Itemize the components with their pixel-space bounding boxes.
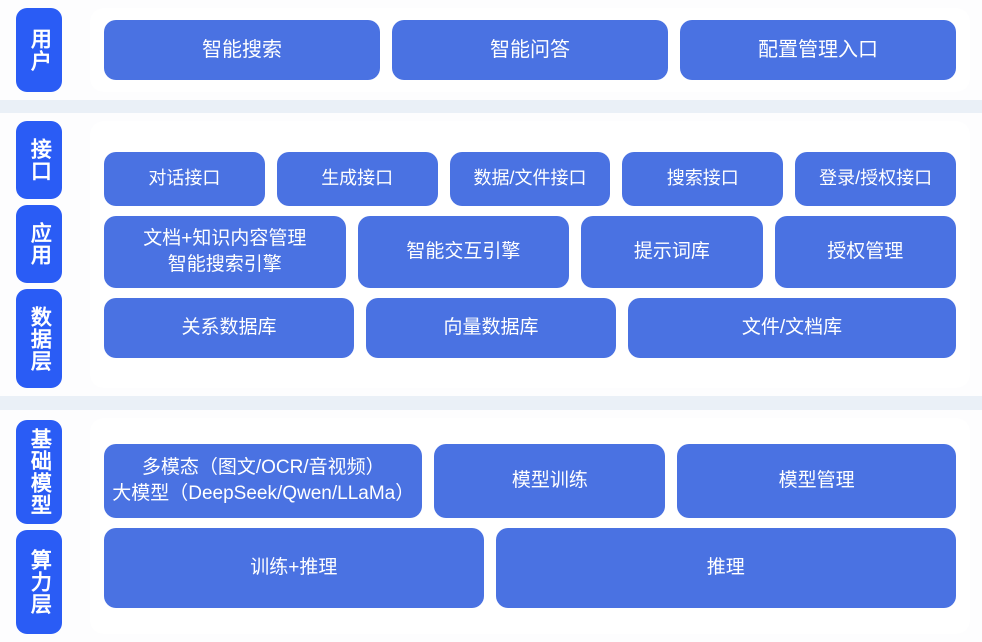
box-model-training[interactable]: 模型训练 bbox=[434, 444, 666, 518]
box-multimodal-large-model[interactable]: 多模态（图文/OCR/音视频） 大模型（DeepSeek/Qwen/LLaMa） bbox=[104, 444, 423, 518]
box-relational-database[interactable]: 关系数据库 bbox=[104, 297, 354, 358]
box-data-file-interface[interactable]: 数据/文件接口 bbox=[449, 151, 611, 206]
box-authorization-management[interactable]: 授权管理 bbox=[774, 215, 956, 288]
row-application-modules: 文档+知识内容管理 智能搜索引擎 智能交互引擎 提示词库 授权管理 bbox=[104, 215, 956, 288]
box-prompt-library[interactable]: 提示词库 bbox=[581, 215, 763, 288]
layer-label-api: 接口 bbox=[16, 121, 62, 199]
layer-band-user: 用户 智能搜索 智能问答 配置管理入口 bbox=[0, 0, 982, 100]
box-training-and-inference[interactable]: 训练+推理 bbox=[104, 528, 484, 608]
box-config-management-entry[interactable]: 配置管理入口 bbox=[680, 20, 956, 80]
layer-band-middle: 接口 应用 数据层 对话接口 生成接口 数据/文件接口 搜索接口 登录/授权接口… bbox=[0, 113, 982, 396]
row-data-stores: 关系数据库 向量数据库 文件/文档库 bbox=[104, 297, 956, 358]
box-vector-database[interactable]: 向量数据库 bbox=[366, 297, 616, 358]
box-search-interface[interactable]: 搜索接口 bbox=[622, 151, 784, 206]
panel-user: 智能搜索 智能问答 配置管理入口 bbox=[90, 8, 970, 92]
box-dialog-interface[interactable]: 对话接口 bbox=[104, 151, 265, 206]
layer-band-infrastructure: 基础模型 算力层 多模态（图文/OCR/音视频） 大模型（DeepSeek/Qw… bbox=[0, 410, 982, 642]
layer-label-application: 应用 bbox=[16, 205, 62, 283]
layer-label-compute: 算力层 bbox=[16, 530, 62, 634]
box-smart-interaction-engine[interactable]: 智能交互引擎 bbox=[357, 215, 570, 288]
box-smart-search[interactable]: 智能搜索 bbox=[104, 20, 380, 80]
box-doc-knowledge-management[interactable]: 文档+知识内容管理 智能搜索引擎 bbox=[104, 215, 346, 288]
row-foundation-models: 多模态（图文/OCR/音视频） 大模型（DeepSeek/Qwen/LLaMa）… bbox=[104, 444, 956, 518]
box-smart-qa[interactable]: 智能问答 bbox=[392, 20, 668, 80]
box-login-auth-interface[interactable]: 登录/授权接口 bbox=[795, 151, 956, 206]
rail-infrastructure: 基础模型 算力层 bbox=[0, 410, 90, 642]
layer-label-data: 数据层 bbox=[16, 289, 62, 388]
rail-middle: 接口 应用 数据层 bbox=[0, 113, 90, 396]
panel-middle: 对话接口 生成接口 数据/文件接口 搜索接口 登录/授权接口 文档+知识内容管理… bbox=[90, 121, 970, 388]
rail-user: 用户 bbox=[0, 0, 90, 100]
box-model-management[interactable]: 模型管理 bbox=[677, 444, 956, 518]
panel-infrastructure: 多模态（图文/OCR/音视频） 大模型（DeepSeek/Qwen/LLaMa）… bbox=[90, 418, 970, 634]
box-generation-interface[interactable]: 生成接口 bbox=[276, 151, 438, 206]
layer-label-foundation-model: 基础模型 bbox=[16, 420, 62, 524]
layer-label-user: 用户 bbox=[16, 8, 62, 92]
box-file-document-store[interactable]: 文件/文档库 bbox=[628, 297, 956, 358]
box-inference[interactable]: 推理 bbox=[495, 528, 956, 608]
row-compute-resources: 训练+推理 推理 bbox=[104, 528, 956, 608]
row-user-entries: 智能搜索 智能问答 配置管理入口 bbox=[104, 20, 956, 80]
row-api-interfaces: 对话接口 生成接口 数据/文件接口 搜索接口 登录/授权接口 bbox=[104, 151, 956, 206]
